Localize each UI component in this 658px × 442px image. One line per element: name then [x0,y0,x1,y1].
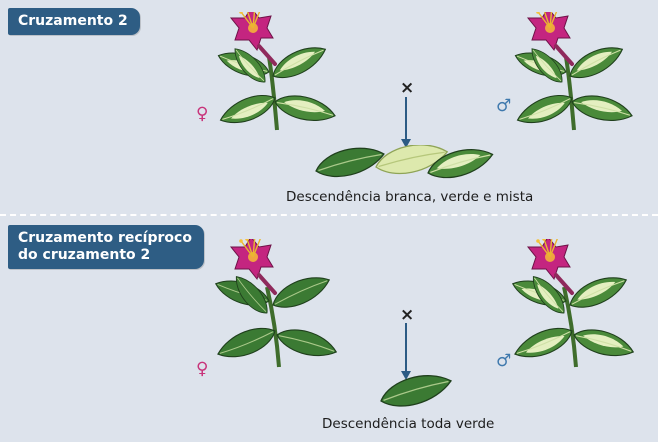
panel-divider [0,214,658,216]
male-symbol-icon: ♂ [496,96,512,116]
mixed-offspring-caption: Descendência branca, verde e mista [286,189,534,205]
reciprocal-cross-panel: Cruzamento recíproco do cruzamento 2 ♀ ×… [0,217,658,442]
cross-symbol-icon: × [400,78,415,98]
cross-2-panel: Cruzamento 2 ♀ × ♂ [0,0,658,213]
male-plant-icon [508,239,638,368]
green-offspring-leaf-icon [376,375,456,411]
female-plant-icon [214,12,339,131]
female-symbol-icon: ♀ [196,104,209,124]
male-plant-icon [511,12,636,131]
female-symbol-icon: ♀ [196,359,209,379]
down-arrow-icon [401,323,411,380]
cross-2-title: Cruzamento 2 [8,8,140,35]
cross-symbol-icon: × [400,305,415,325]
down-arrow-icon [401,97,411,148]
male-symbol-icon: ♂ [496,351,512,371]
reciprocal-cross-title: Cruzamento recíproco do cruzamento 2 [8,225,204,269]
green-offspring-caption: Descendência toda verde [322,416,495,432]
mixed-offspring-leaves-icon [312,145,497,184]
female-plant-icon [211,239,341,368]
